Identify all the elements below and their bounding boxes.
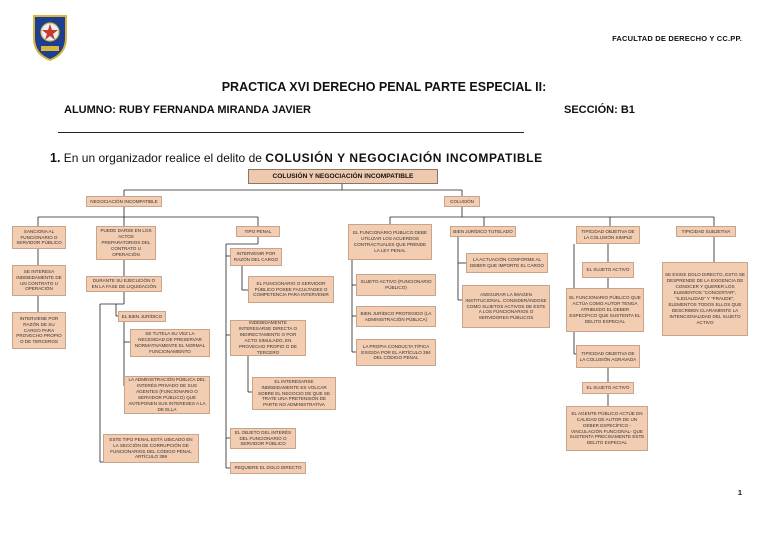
node-colusion-col3-2: EL FUNCIONARIO PÚBLICO QUE ACTÚA COMO AU… [566, 288, 644, 332]
node-negociacion-col3-2: INDEBIDAMENTE INTERESARSE DIRECTA O INDI… [230, 320, 306, 356]
divider [58, 132, 524, 133]
node-negociacion-col3-4: EL OBJETO DEL INTERÉS DEL FUNCIONARIO O … [230, 428, 296, 449]
node-negociacion-col2-3: SE TUTELA SU VEZ LA NECESIDAD DE PRESERV… [130, 329, 210, 357]
node-negociacion-col2-0: PUEDE DARSE EN LOS ACTOS PREPARATORIOS D… [96, 226, 156, 260]
node-negociacion-col2-4: LA ADMINISTRACIÓN PÚBLICA DEL INTERÉS PR… [124, 376, 210, 414]
node-tipo-penal: TIPO PENAL [236, 226, 280, 237]
university-logo [30, 12, 70, 62]
node-negociacion-col2-5: ESTE TIPO PENAL ESTÁ UBICADO EN LA SECCI… [103, 434, 199, 463]
node-negociacion-col3-0: INTERVENIR POR RAZÓN DEL CARGO [230, 248, 282, 266]
page-title: PRACTICA XVI DERECHO PENAL PARTE ESPECIA… [221, 80, 547, 94]
node-colusion-col2-1: LA ACTUACIÓN CONFORME AL DEBER QUE IMPOR… [466, 253, 548, 273]
node-negociacion-col1-0: SANCIONA AL FUNCIONARIO O SERVIDOR PÚBLI… [12, 226, 66, 249]
question-number: 1. [50, 151, 61, 165]
question-topic: COLUSIÓN Y NEGOCIACIÓN INCOMPATIBLE [265, 151, 543, 165]
question: 1. En un organizador realice el delito d… [50, 151, 543, 165]
faculty-name: FACULTAD DE DERECHO Y CC.PP. [612, 34, 742, 43]
node-colusion-col2-2: ASEGURAR LA IMAGEN INSTITUCIONAL, CONSID… [462, 285, 550, 328]
node-negociacion-col3-3: EL INTERESARSE INDEBIDAMENTE ES VOLCAR S… [252, 377, 336, 410]
branch-colusion: COLUSIÓN [444, 196, 480, 207]
node-colusion-col3-3: TIPICIDAD OBJETIVA DE LA COLUSIÓN AGRAVA… [576, 345, 640, 368]
node-colusion-col3-1: EL SUJETO ACTIVO [582, 262, 634, 278]
node-colusion-col2-0: BIEN JURÍDICO TUTELADO [450, 226, 516, 237]
node-colusion-col1-2: BIEN JURÍDICO PROTEGIDO (LA ADMINISTRACI… [356, 306, 436, 327]
node-colusion-col3-5: EL AGENTE PÚBLICO ACTÚE EN CALIDAD DE AU… [566, 406, 648, 451]
node-colusion-col1-3: LA PROPIA CONDUCTA TÍPICA EXIGIDA POR EL… [356, 339, 436, 366]
node-colusion-col1-0: EL FUNCIONARIO PÚBLICO DEBE UTILIZAR LOS… [348, 224, 432, 260]
student-name: ALUMNO: RUBY FERNANDA MIRANDA JAVIER [64, 104, 311, 116]
section-label: SECCIÓN: B1 [564, 104, 635, 116]
branch-negociacion: NEGOCIACIÓN INCOMPATIBLE [86, 196, 162, 207]
node-colusion-col3-4: EL SUJETO ACTIVO [582, 382, 634, 394]
node-negociacion-col1-1: SE INTERESA INDEBIDAMENTE DE UN CONTRATO… [12, 265, 66, 296]
node-negociacion-col1-2: INTERVIENE POR RAZÓN DE SU CARGO PARA PR… [12, 312, 66, 349]
node-colusion-col4-0: TIPICIDAD SUBJETIVA [676, 226, 736, 237]
node-negociacion-col3-5: REQUIERE EL DOLO DIRECTO [230, 462, 306, 474]
node-colusion-col4-1: SE EXIGE DOLO DIRECTO, ESTO SE DESPRENDE… [662, 262, 748, 336]
diagram-root: COLUSIÓN Y NEGOCIACIÓN INCOMPATIBLE [248, 169, 438, 184]
node-colusion-col1-1: SUJETO ACTIVO (FUNCIONARIO PÚBLICO) [356, 274, 436, 296]
node-negociacion-col2-2: EL BIEN JURÍDICO [118, 311, 166, 322]
page-number: 1 [737, 488, 742, 497]
node-colusion-col3-0: TIPICIDAD OBJETIVA DE LA COLUSIÓN SIMPLE [576, 226, 640, 244]
question-text: En un organizador realice el delito de [63, 151, 266, 165]
node-negociacion-col2-1: DURANTE SU EJECUCIÓN O EN LA FASE DE LIQ… [86, 276, 162, 292]
node-negociacion-col3-1: EL FUNCIONARIO O SERVIDOR PÚBLICO POSEE … [248, 276, 334, 303]
